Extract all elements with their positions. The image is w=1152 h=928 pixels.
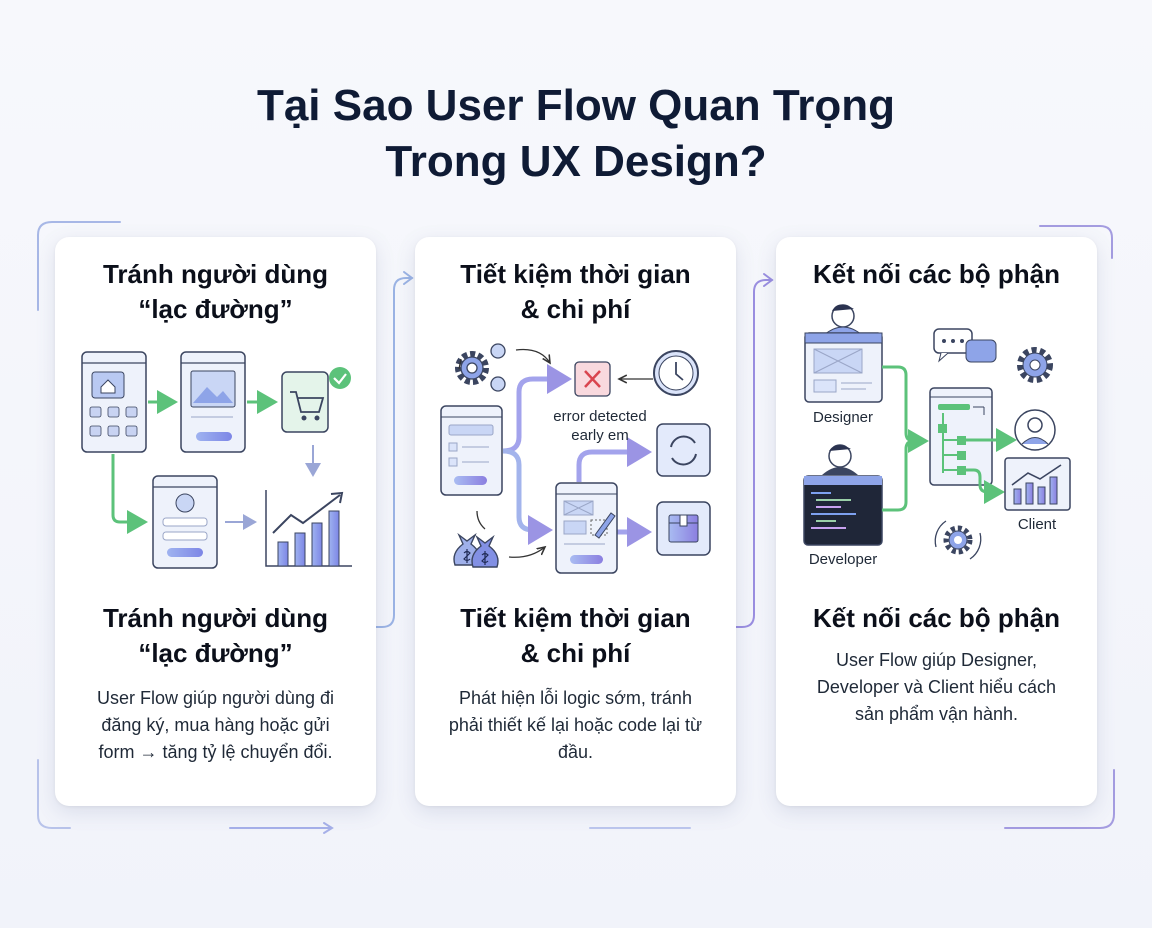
card-save-time-cost: error detected early em Tiết kiệm thời g…	[415, 237, 736, 806]
money-bags-icon	[453, 532, 499, 568]
user-flow-illustration	[81, 351, 352, 569]
clock-icon	[653, 350, 699, 396]
developer-code-window	[803, 475, 883, 546]
cart-icon	[281, 367, 351, 433]
image-window-icon	[180, 351, 246, 453]
developer-avatar	[822, 444, 858, 475]
sync-gear-icon	[934, 520, 982, 560]
client-avatar	[1014, 409, 1056, 451]
card-heading: Kết nối các bộ phận	[812, 603, 1061, 633]
designer-label: Designer	[812, 409, 874, 426]
client-label: Client	[1017, 516, 1057, 533]
early-error-illustration	[440, 343, 711, 574]
card-avoid-lost-users: Tránh người dùng “lạc đường” Tránh người…	[55, 237, 376, 806]
form-window-icon	[440, 405, 503, 496]
title-line-1: Tại Sao User Flow Quan Trọng	[256, 81, 896, 130]
profile-form-window-icon	[152, 475, 218, 569]
home-window-icon	[81, 351, 147, 453]
designer-window	[804, 332, 883, 403]
designer-avatar	[822, 304, 864, 336]
card-heading-top: Tránh người dùng “lạc đường”	[102, 259, 329, 324]
card-description: Phát hiện lỗi logic sớm, tránh phải thiế…	[448, 688, 703, 762]
client-chart-window	[1004, 457, 1071, 511]
flowchart-window	[929, 387, 993, 486]
error-x-icon	[574, 361, 611, 397]
card-description: User Flow giúp Designer, Developer và Cl…	[816, 650, 1057, 724]
card-heading-top: Kết nối các bộ phận	[812, 259, 1061, 289]
title-line-2: Trong UX Design?	[385, 137, 767, 186]
card-heading: Tiết kiệm thời gian & chi phí	[460, 603, 691, 668]
refresh-icon	[656, 423, 711, 477]
card-heading-top: Tiết kiệm thời gian & chi phí	[460, 259, 691, 324]
page-title: Tại Sao User Flow Quan Trọng Trong UX De…	[0, 78, 1152, 190]
developer-label: Developer	[808, 551, 878, 568]
card-connect-teams: Designer Developer Client Kết nối các bộ…	[776, 237, 1097, 806]
error-detected-label: error detected early em	[553, 408, 647, 444]
growth-chart-icon	[265, 490, 352, 567]
gear-icon	[1017, 347, 1053, 383]
card-heading: Tránh người dùng “lạc đường”	[102, 603, 329, 668]
team-collaboration-illustration	[803, 304, 1071, 560]
package-icon	[656, 501, 711, 556]
chat-bubbles-icon	[933, 328, 997, 363]
edit-window-icon	[555, 482, 618, 574]
gears-icon	[455, 343, 506, 392]
card-description: User Flow giúp người dùng đi đăng ký, mu…	[97, 688, 334, 762]
